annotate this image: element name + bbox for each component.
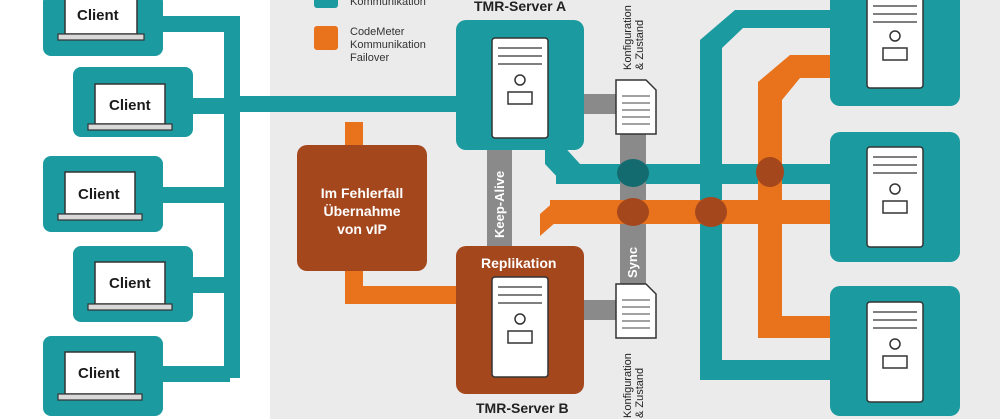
failover-box (297, 145, 427, 271)
server-b-title: TMR-Server B (476, 400, 569, 416)
document-lines (622, 95, 650, 329)
legend-teal-label: Kommunikation (350, 0, 426, 8)
config-label-bottom: Konfiguration & Zustand (622, 353, 646, 418)
legend-orange-swatch (314, 26, 338, 50)
legend-orange-label: CodeMeter Kommunikation Failover (350, 26, 426, 64)
junctions (617, 157, 784, 227)
client-label-3: Client (78, 186, 120, 203)
client-label-1: Client (77, 7, 119, 24)
failover-text: Im Fehlerfall Übernahme von vIP (320, 185, 404, 237)
orange-links (345, 55, 830, 338)
client-label-4: Client (109, 275, 151, 292)
client-laptops (43, 0, 193, 416)
config-label-top: Konfiguration & Zustand (622, 5, 646, 70)
tower-buttons (507, 30, 908, 369)
document-icons (615, 79, 657, 339)
legend-teal-swatch (314, 0, 338, 8)
client-label-2: Client (109, 97, 151, 114)
keep-alive-label: Keep-Alive (492, 170, 507, 238)
client-label-5: Client (78, 365, 120, 382)
server-towers (491, 0, 924, 403)
sync-label: Sync (625, 246, 640, 278)
tower-details (498, 5, 917, 329)
server-a-title: TMR-Server A (474, 0, 567, 14)
server-b-replication-label: Replikation (481, 255, 557, 271)
